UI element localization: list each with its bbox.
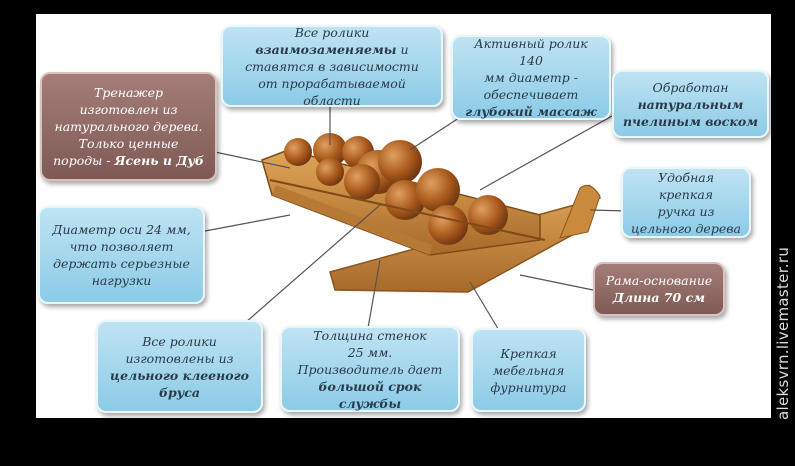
roller	[385, 180, 425, 220]
callout-hardware: Крепкая мебельная фурнитура	[471, 328, 586, 412]
callout-natural-wood: Тренажер изготовлен из натурального дере…	[40, 72, 217, 181]
active-roller	[378, 140, 422, 184]
roller	[468, 195, 508, 235]
callout-base-frame: Рама-основание Длина 70 см	[593, 262, 725, 316]
roller	[313, 133, 347, 167]
callout-glued-beam: Все ролики изготовлены из цельного клеен…	[96, 320, 263, 413]
roller	[284, 138, 312, 166]
roller	[316, 158, 344, 186]
callout-active-roller: Активный ролик 140 мм диаметр - обеспечи…	[451, 35, 611, 120]
roller	[344, 164, 380, 200]
callout-wall-thickness: Толщина стенок 25 мм. Производитель дает…	[280, 326, 460, 412]
callout-beeswax: Обработан натуральным пчелиным воском	[612, 70, 769, 138]
callout-handle: Удобная крепкая ручка из цельного дерева	[621, 167, 751, 238]
callout-axis: Диаметр оси 24 мм, что позволяет держать…	[38, 206, 205, 304]
roller	[416, 168, 460, 212]
watermark: aleksvrn.livemaster.ru	[774, 246, 792, 420]
roller	[428, 205, 468, 245]
callout-rollers-interchangeable: Все ролики взаимозаменяемы и ставятся в …	[221, 25, 443, 108]
